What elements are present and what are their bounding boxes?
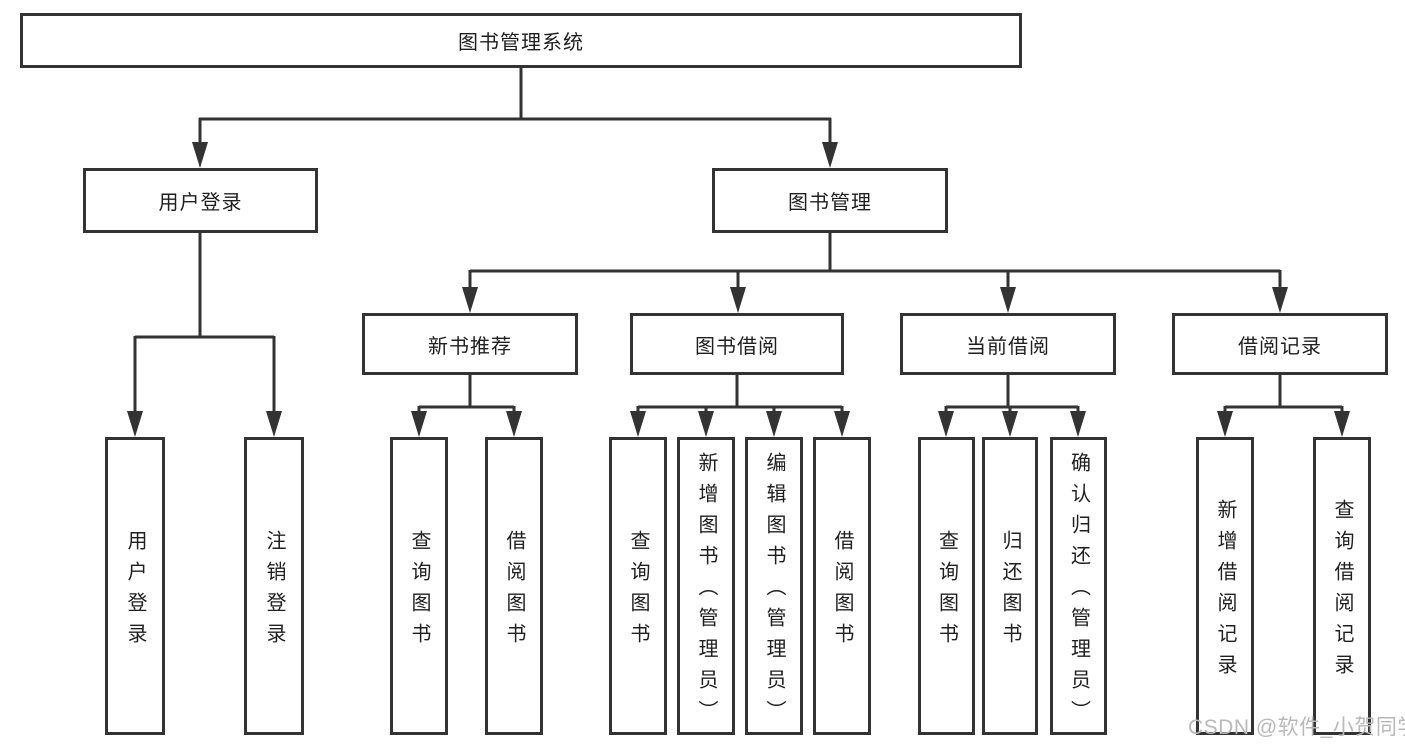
leaf-query-borrow-record: 查询借阅记录 [1313,437,1371,735]
node-root-label: 图书管理系统 [458,32,584,54]
leaf-label: 用户登录 [124,529,146,654]
leaf-label: 新增借阅记录 [1214,498,1236,685]
node-new-book-recommend: 新书推荐 [362,313,578,375]
leaf-label: 新增图书（管理员） [695,452,717,731]
leaf-label: 查询图书 [627,529,649,654]
leaf-label: 编辑图书（管理员） [763,452,785,731]
leaf-borrow-books: 借阅图书 [813,437,871,735]
node-book-management-branch: 图书管理 [712,168,948,233]
node-label: 图书管理 [788,192,872,214]
leaf-logout: 注销登录 [244,437,304,735]
leaf-edit-books-admin: 编辑图书（管理员） [745,437,803,735]
leaf-borrow-books: 借阅图书 [485,437,543,735]
leaf-user-login: 用户登录 [105,437,165,735]
node-label: 新书推荐 [428,335,512,358]
leaf-return-books: 归还图书 [982,437,1038,735]
node-book-borrowing: 图书借阅 [630,313,844,375]
node-label: 图书借阅 [695,335,779,358]
leaf-add-books-admin: 新增图书（管理员） [677,437,735,735]
leaf-label: 确认归还（管理员） [1067,452,1090,731]
leaf-label: 归还图书 [999,529,1021,654]
leaf-confirm-return-admin: 确认归还（管理员） [1050,437,1107,735]
leaf-query-books: 查询图书 [390,437,448,735]
csdn-watermark: CSDN @软件_小贺同学 [1188,716,1405,739]
leaf-label: 查询图书 [408,529,430,654]
leaf-query-books: 查询图书 [918,437,975,735]
node-root-system: 图书管理系统 [20,13,1022,68]
leaf-add-borrow-record: 新增借阅记录 [1196,437,1254,735]
leaf-label: 借阅图书 [831,529,853,654]
node-label: 借阅记录 [1238,335,1322,358]
leaf-label: 注销登录 [263,529,285,654]
node-label: 用户登录 [158,192,243,214]
leaf-label: 查询借阅记录 [1331,498,1353,685]
node-borrow-records: 借阅记录 [1172,313,1388,375]
node-label: 当前借阅 [966,335,1050,358]
leaf-label: 借阅图书 [503,529,525,654]
leaf-query-books: 查询图书 [609,437,667,735]
node-user-login-branch: 用户登录 [83,168,318,233]
node-current-borrowing: 当前借阅 [900,313,1116,375]
leaf-label: 查询图书 [935,529,958,654]
